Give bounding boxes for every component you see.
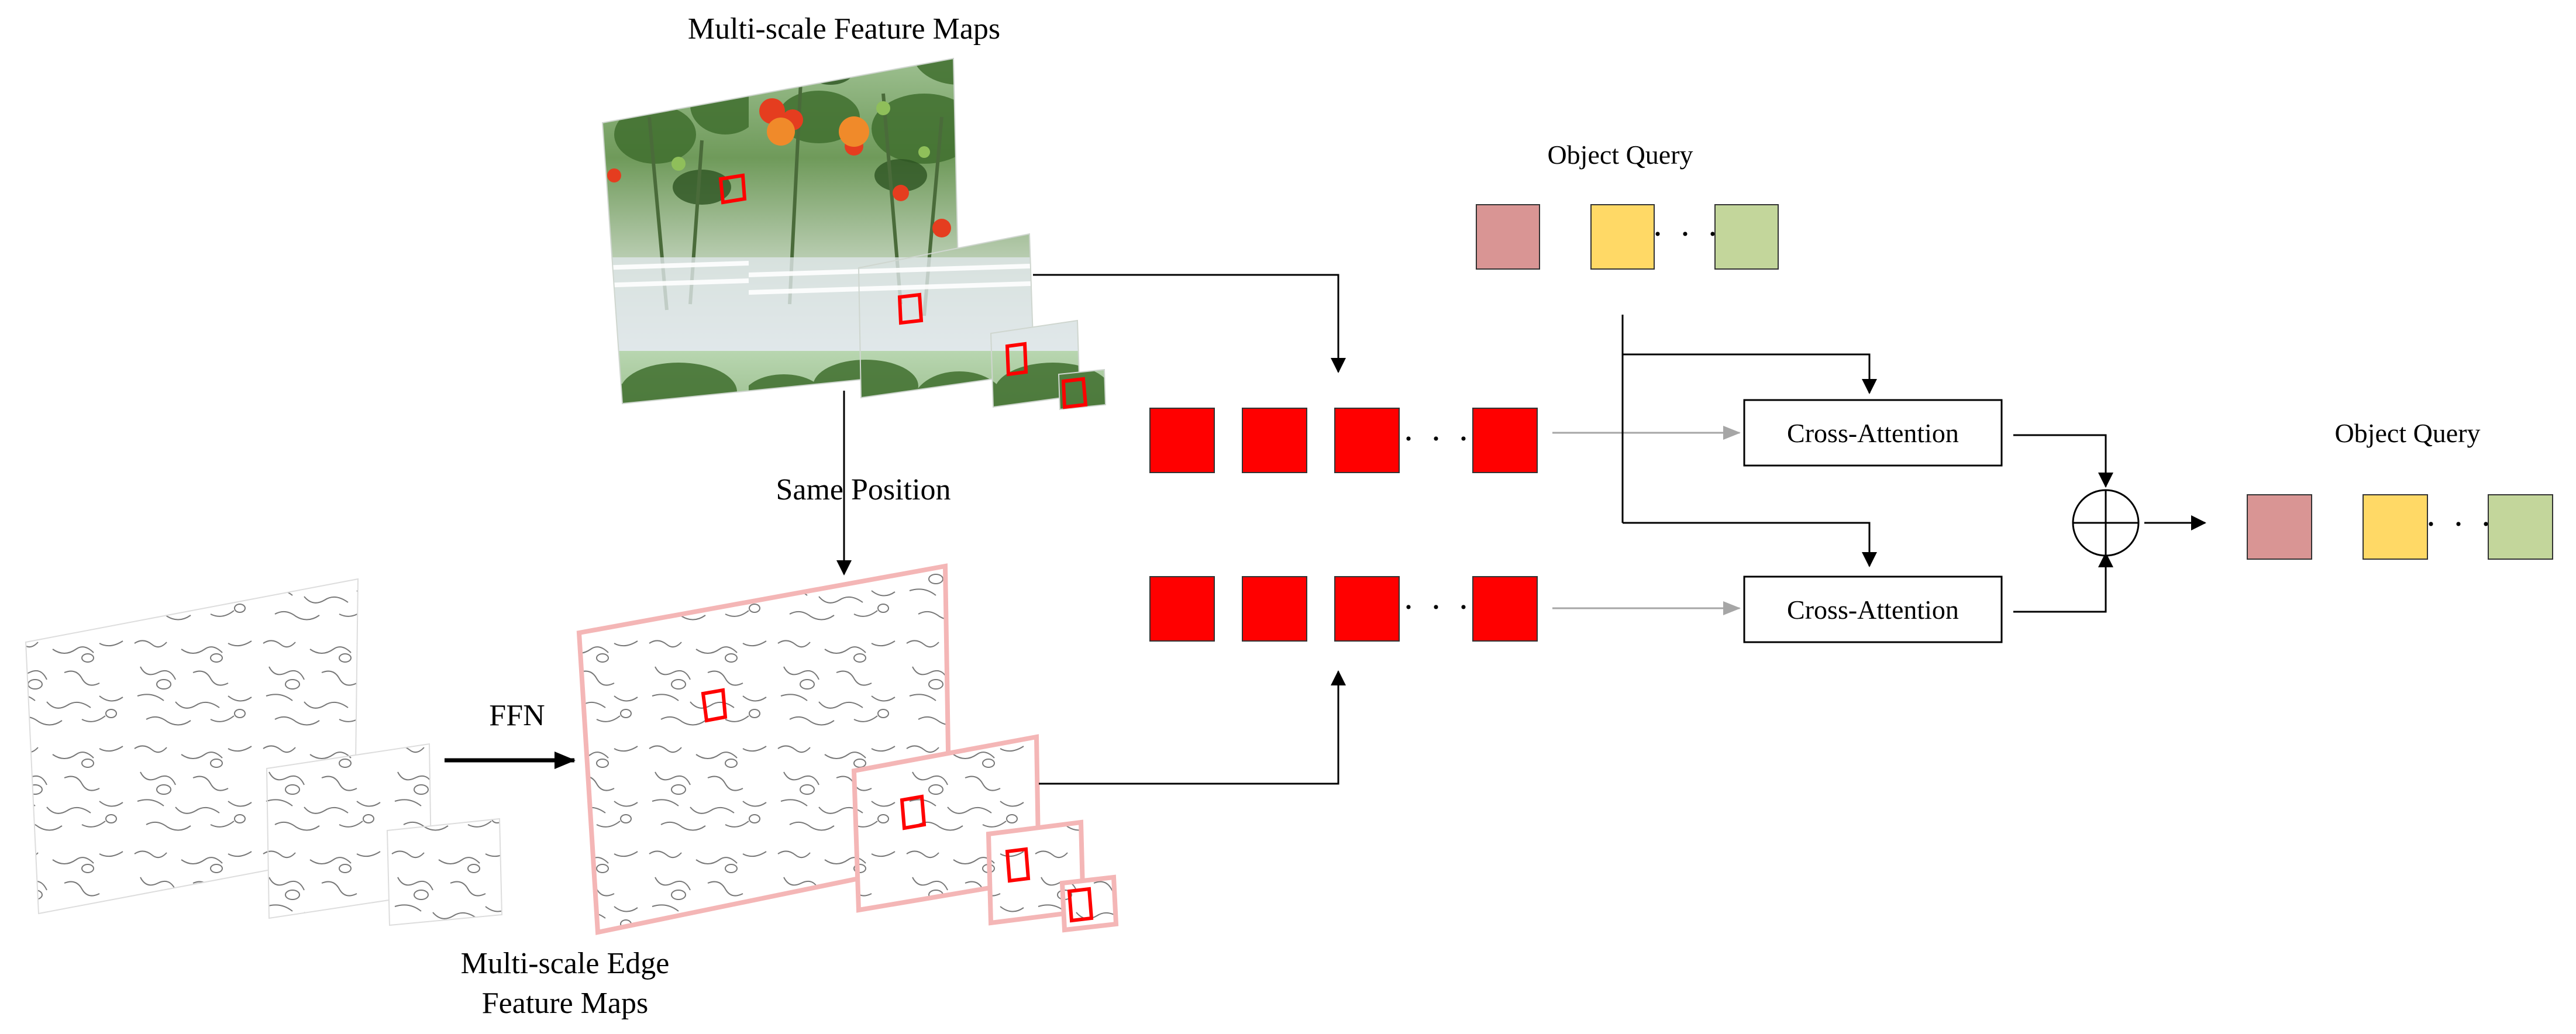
same-position-label: Same Position bbox=[776, 473, 950, 506]
edge-map-source bbox=[25, 578, 503, 926]
feature-maps-title: Multi-scale Feature Maps bbox=[688, 12, 1000, 46]
ellipsis: · · · bbox=[1403, 588, 1473, 626]
highlight-box bbox=[718, 173, 747, 205]
object-query-right-label: Object Query bbox=[2334, 418, 2480, 448]
highlight-box bbox=[900, 794, 927, 830]
ellipsis: · · · bbox=[2425, 505, 2495, 543]
ellipsis: · · · bbox=[1652, 215, 1722, 253]
token bbox=[1334, 408, 1400, 473]
query-token bbox=[1476, 204, 1540, 270]
token bbox=[1472, 576, 1538, 642]
edge-maps-title-line2: Feature Maps bbox=[482, 987, 648, 1020]
cross-attention-label: Cross-Attention bbox=[1787, 418, 1959, 448]
feature-map-tiny bbox=[1058, 368, 1107, 411]
feature-token-row: · · · bbox=[1149, 408, 1538, 473]
cross-attention-label: Cross-Attention bbox=[1787, 595, 1959, 625]
query-to-attention-arrow bbox=[1623, 353, 1877, 394]
ellipsis: · · · bbox=[1403, 419, 1473, 458]
object-query-top: · · · bbox=[1476, 204, 1779, 270]
highlight-box bbox=[701, 688, 728, 723]
edge-to-tokens-arrow bbox=[1039, 670, 1346, 785]
token bbox=[1334, 576, 1400, 642]
token bbox=[1242, 408, 1307, 473]
token bbox=[1242, 576, 1307, 642]
ffn-label: FFN bbox=[489, 699, 545, 732]
edge-feature-map-tiny bbox=[1059, 874, 1119, 933]
edge-maps-title-line1: Multi-scale Edge bbox=[461, 947, 670, 980]
token bbox=[1472, 408, 1538, 473]
object-query-top-label: Object Query bbox=[1547, 140, 1693, 170]
query-token bbox=[2363, 494, 2428, 560]
attention-to-sum-arrow bbox=[2013, 552, 2113, 613]
token bbox=[1149, 576, 1215, 642]
cross-attention-block-2: Cross-Attention bbox=[1743, 575, 2003, 643]
token bbox=[1149, 408, 1215, 473]
query-token bbox=[2247, 494, 2312, 560]
attention-to-sum-arrow bbox=[2013, 434, 2113, 488]
query-token bbox=[2488, 494, 2553, 560]
cross-attention-block-1: Cross-Attention bbox=[1743, 399, 2003, 467]
query-to-attention-arrow bbox=[1623, 522, 1877, 567]
highlight-box bbox=[897, 292, 924, 325]
feature-to-tokens-arrow bbox=[1033, 274, 1346, 373]
circle-plus-icon bbox=[2072, 489, 2140, 557]
query-token bbox=[1714, 204, 1779, 270]
query-token bbox=[1590, 204, 1655, 270]
highlight-box bbox=[1005, 847, 1031, 883]
object-query-output: · · · bbox=[2247, 494, 2553, 560]
highlight-box bbox=[1067, 887, 1094, 923]
highlight-box bbox=[1061, 377, 1088, 409]
feature-map-small bbox=[990, 319, 1081, 408]
highlight-box bbox=[1005, 342, 1028, 377]
edge-token-row: · · · bbox=[1149, 576, 1538, 642]
